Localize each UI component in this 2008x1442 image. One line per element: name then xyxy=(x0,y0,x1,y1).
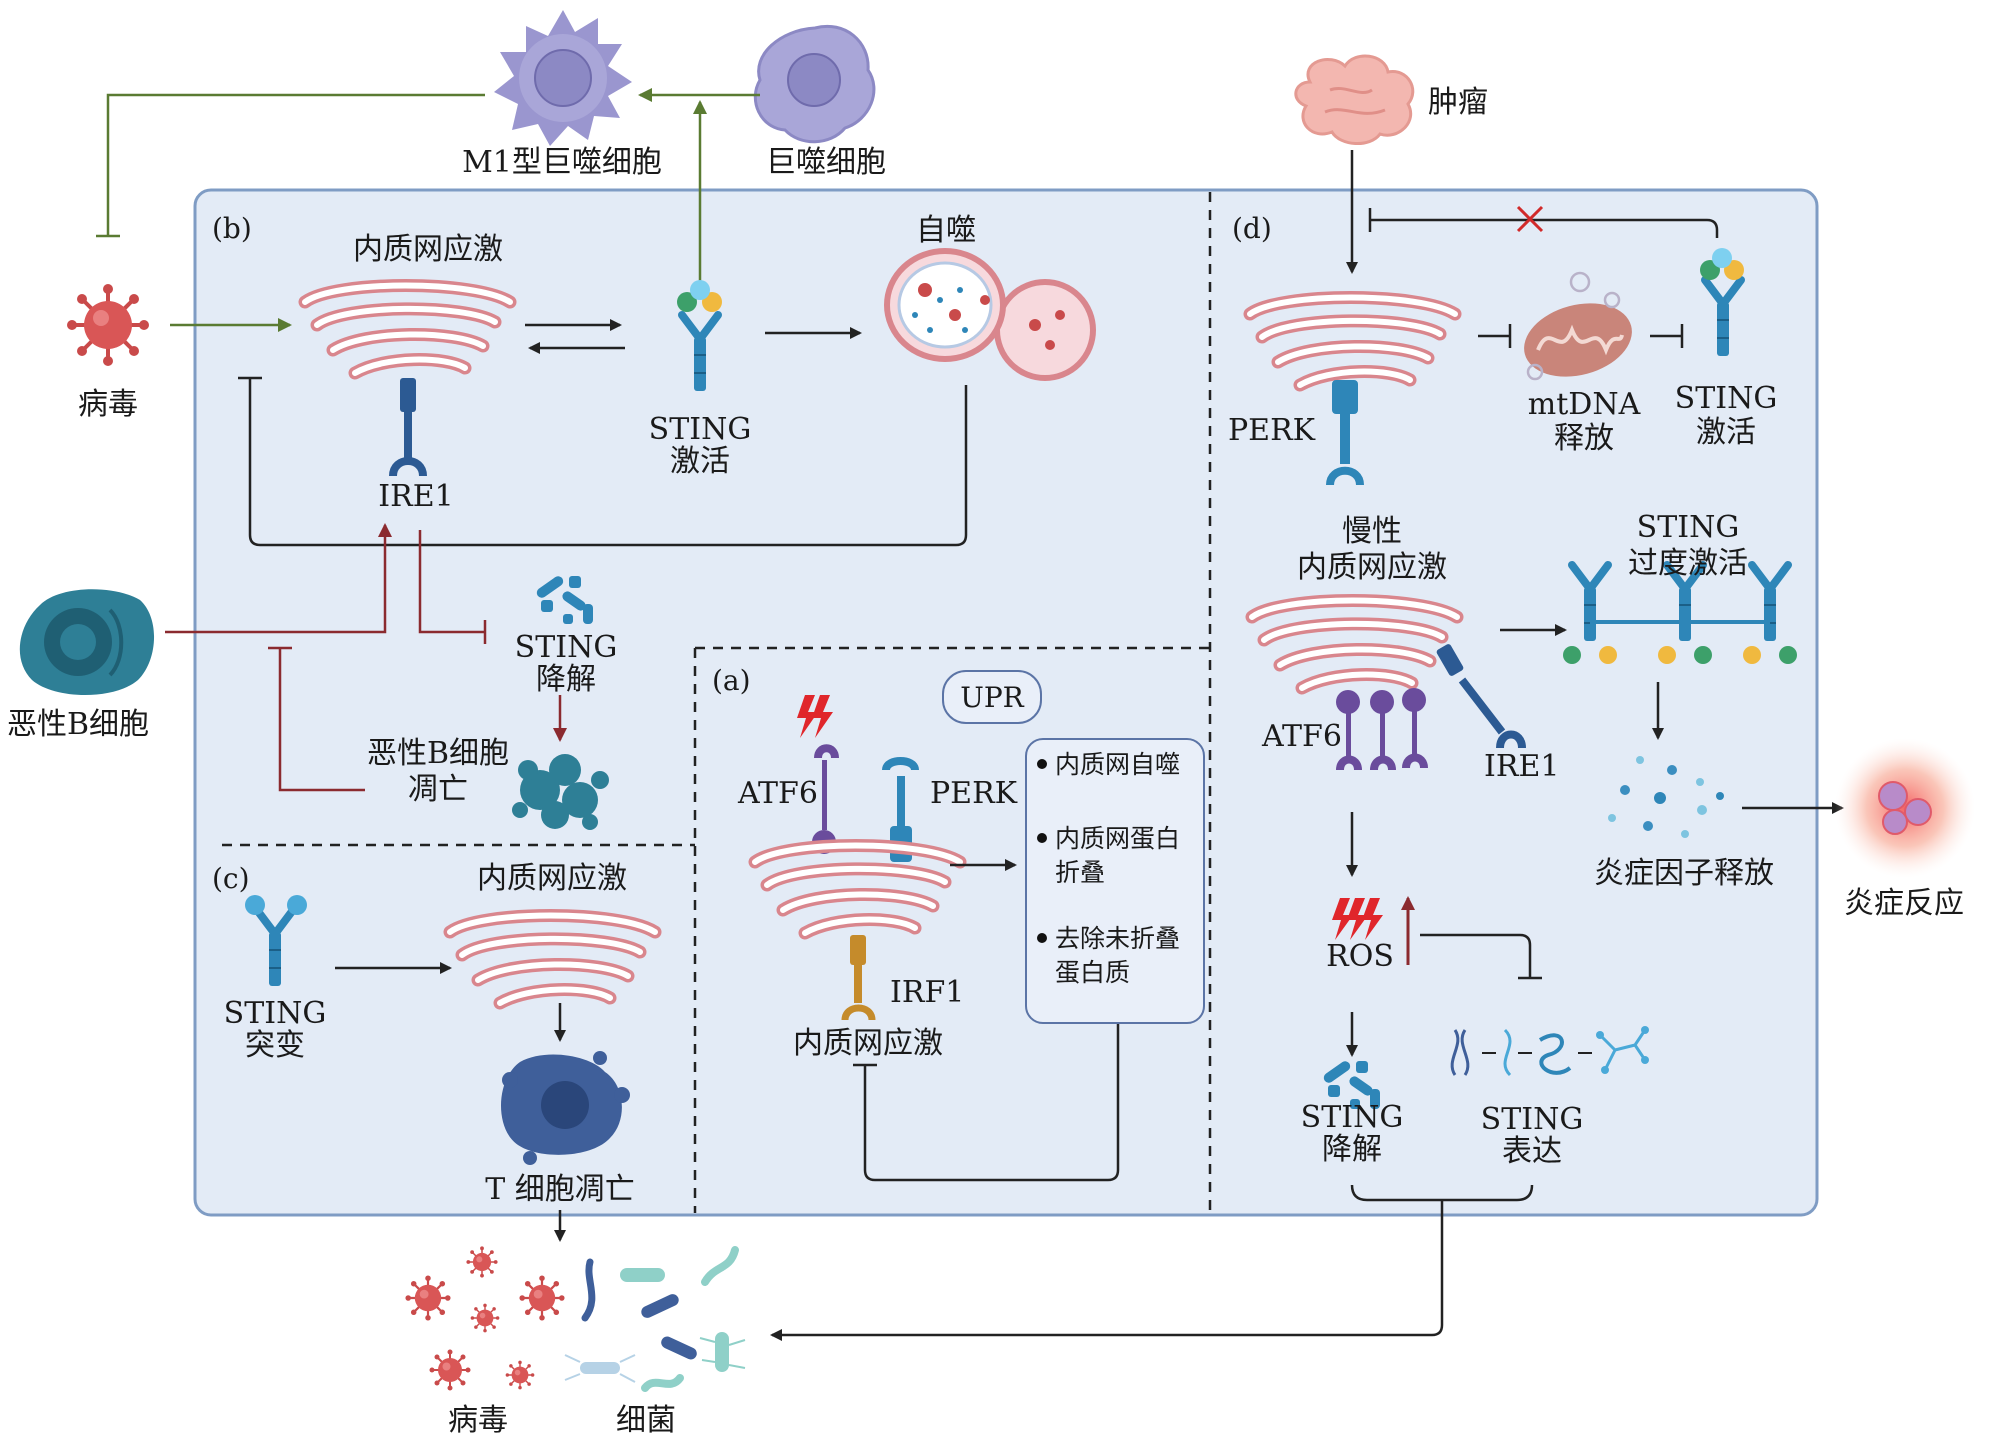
autophagy-label: 自噬 xyxy=(916,213,976,248)
atf6-label-a: ATF6 xyxy=(738,776,818,811)
m1-macrophage-icon xyxy=(494,10,632,146)
ire1-label-d: IRE1 xyxy=(1484,749,1560,784)
macrophage-label: 巨噬细胞 xyxy=(766,145,886,180)
cytokine-dots-icon xyxy=(1608,756,1724,838)
tumor-icon xyxy=(1294,54,1415,145)
sting-activation-label-b: STING 激活 xyxy=(648,412,752,479)
sting-activation-label-d: STING 激活 xyxy=(1674,381,1778,450)
sting-expression-icon xyxy=(1450,1026,1649,1077)
chronic-er-stress-label: 慢性 内质网应激 xyxy=(1297,514,1447,585)
malignant-b-apoptosis-label: 恶性B细胞 凋亡 xyxy=(366,736,510,807)
perk-receptor-icon-d xyxy=(1326,380,1364,486)
sting-mutation-label: STING 突变 xyxy=(223,996,327,1063)
ros-label: ROS xyxy=(1326,939,1394,974)
irf1-receptor-icon-a xyxy=(841,935,876,1021)
malignant-b-pathway-lines xyxy=(165,523,567,792)
apoptotic-b-cell-icon xyxy=(512,754,609,830)
bottom-bracket-line xyxy=(770,1184,1534,1341)
panel-a-letter: (a) xyxy=(712,664,751,697)
panel-d-letter: (d) xyxy=(1232,212,1272,245)
virus-icon xyxy=(65,282,151,368)
pathogen-bacteria-label: 细菌 xyxy=(616,1403,676,1438)
er-stress-label-b: 内质网应激 xyxy=(353,232,503,267)
sting-expression-label: STING 表达 xyxy=(1480,1102,1584,1169)
ire1-label-b: IRE1 xyxy=(378,479,454,514)
pathogen-viruses-icon xyxy=(404,1245,566,1392)
pathogen-bacteria-icon xyxy=(564,1246,746,1392)
atf6-receptors-icon-d xyxy=(1336,688,1428,771)
blocked-cross-icon xyxy=(1516,205,1544,233)
atf6-label-d: ATF6 xyxy=(1262,719,1342,754)
macrophage-icon xyxy=(753,24,876,144)
tumor-label: 肿瘤 xyxy=(1428,85,1488,120)
inflammatory-factor-release-label: 炎症因子释放 xyxy=(1594,856,1774,891)
sting-activated-icon-d xyxy=(1700,248,1744,356)
panel-c-letter: (c) xyxy=(212,862,250,895)
mitochondria-icon xyxy=(1524,271,1632,381)
pathogen-virus-label: 病毒 xyxy=(448,1403,508,1438)
sting-activated-icon xyxy=(677,280,722,391)
er-stress-label-c: 内质网应激 xyxy=(477,861,627,896)
ros-bolt-icon xyxy=(1332,898,1383,940)
malignant-b-cell-label: 恶性B细胞 xyxy=(6,707,150,742)
malignant-b-cell-icon xyxy=(19,589,155,695)
mtdna-release-label: mtDNA 释放 xyxy=(1527,387,1641,456)
inflammatory-response-label: 炎症反应 xyxy=(1844,886,1964,921)
inflammation-icon xyxy=(1835,738,1975,878)
upr-feedback-line xyxy=(853,1020,1120,1182)
m1-macrophage-label: M1型巨噬细胞 xyxy=(462,145,662,180)
macrophage-pathway-lines xyxy=(96,88,760,332)
ire1-receptor-icon xyxy=(389,378,427,477)
autophagy-icon xyxy=(884,248,1096,381)
irf1-label-a: IRF1 xyxy=(890,975,965,1010)
ire1-receptor-icon-d xyxy=(1436,644,1526,749)
perk-label-a: PERK xyxy=(930,776,1018,811)
autophagy-feedback-line xyxy=(238,376,968,547)
sting-overactivation-icon xyxy=(1563,565,1797,664)
panel-dividers xyxy=(222,192,1212,1213)
perk-label-d: PERK xyxy=(1228,413,1316,448)
upr-outcome-item: 内质网蛋白 折叠 xyxy=(1037,822,1180,890)
upr-outcome-item: 内质网自噬 xyxy=(1037,748,1180,782)
virus-label: 病毒 xyxy=(78,387,138,422)
sting-degradation-label-d: STING 降解 xyxy=(1300,1100,1404,1167)
upr-outcome-item: 去除未折叠 蛋白质 xyxy=(1037,922,1180,990)
sting-perk-inhibition-line xyxy=(1368,208,1719,238)
stress-bolt-icon-a xyxy=(797,695,833,738)
sting-degradation-label-b: STING 降解 xyxy=(514,630,618,697)
upr-outcomes-box: 内质网自噬 内质网蛋白 折叠 去除未折叠 蛋白质 xyxy=(1025,738,1205,1024)
sting-overactivation-label: STING 过度激活 xyxy=(1628,510,1748,581)
t-cell-apoptosis-label: T 细胞凋亡 xyxy=(485,1172,635,1207)
upr-badge: UPR xyxy=(942,670,1042,724)
t-cell-apoptosis-icon xyxy=(500,1051,630,1165)
sting-mutant-icon xyxy=(245,895,307,986)
panel-b-letter: (b) xyxy=(212,212,252,245)
er-stress-label-a: 内质网应激 xyxy=(793,1026,943,1061)
